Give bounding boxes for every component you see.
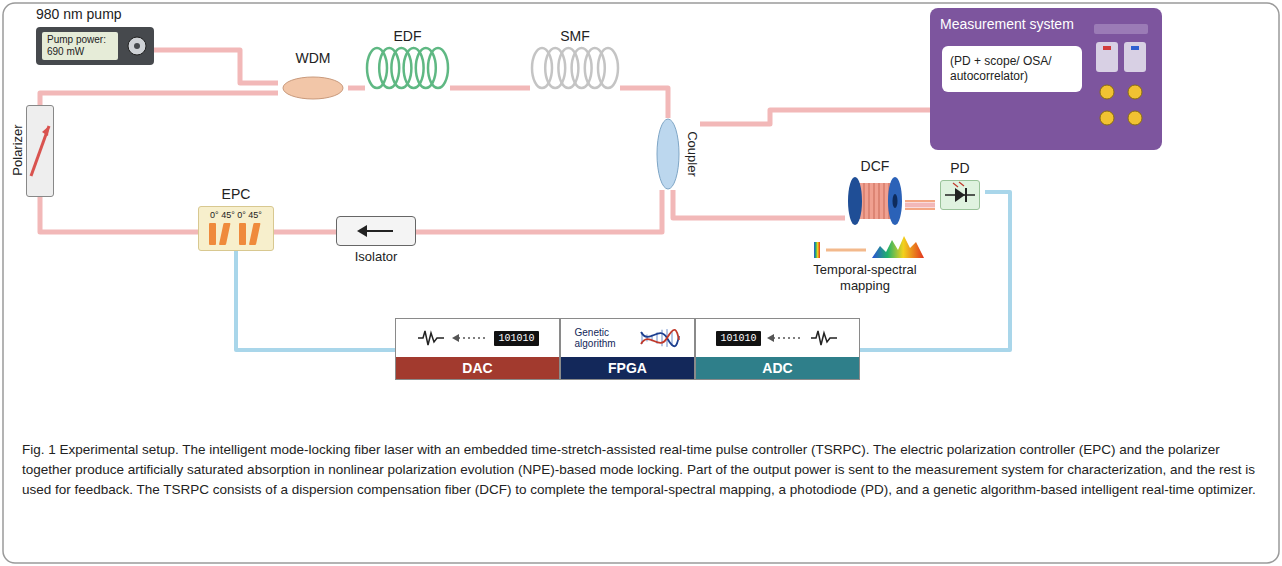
component-label: WDM — [278, 50, 348, 67]
converter-label: DAC — [396, 357, 559, 379]
flow-arrow — [767, 332, 803, 344]
binary-box: 101010 — [716, 331, 760, 346]
optical-fiber — [416, 190, 662, 232]
component-label: 980 nm pump — [36, 6, 154, 23]
isolator-arrow — [351, 217, 401, 245]
fiber-spool — [845, 175, 905, 227]
binary-code: 101010 — [498, 332, 534, 345]
fiber-coil — [530, 45, 620, 92]
flow-arrow — [452, 332, 488, 344]
optical-fiber — [620, 88, 668, 118]
instrument-screen: (PD + scope/ OSA/ autocorrelator) — [942, 46, 1082, 92]
component-node: Isolator — [336, 216, 416, 265]
algorithm-label: Genetic algorithm — [575, 327, 633, 349]
optical-fiber — [673, 190, 845, 218]
waveform-icon — [416, 328, 446, 348]
optical-fiber — [154, 50, 278, 83]
fiber-label: SMF — [530, 28, 620, 45]
component-label: Polarizer — [10, 124, 25, 175]
instrument-controls — [1090, 22, 1152, 134]
component-label: PD — [935, 160, 985, 177]
isolator-body — [336, 216, 416, 246]
component-label: EPC — [198, 186, 274, 203]
annotation-label: Temporal-spectral mapping — [790, 262, 940, 294]
converter-body: 101010 — [396, 319, 559, 357]
component-node: PD — [935, 160, 985, 210]
pump-power-readout: Pump power: 690 mW — [47, 34, 113, 58]
photodiode-symbol — [941, 181, 979, 209]
label-holder: Coupler — [684, 118, 700, 190]
component-node: 101010ADC — [695, 318, 860, 380]
paddle-symbols — [203, 221, 269, 247]
instrument-title: Measurement system — [930, 8, 1162, 41]
component-node: DCF — [845, 158, 905, 227]
component-node: Genetic algorithmFPGA — [560, 318, 695, 380]
component-node: Coupler — [652, 118, 700, 190]
component-label: DCF — [845, 158, 905, 175]
optical-fiber — [40, 195, 198, 232]
component-label: Coupler — [685, 131, 700, 177]
epc-body: 0° 45° 0° 45° — [198, 206, 274, 251]
paddle-angles: 0° 45° 0° 45° — [203, 210, 269, 221]
component-node: EDF — [365, 28, 450, 92]
pump-knob — [126, 35, 148, 57]
photodiode-body — [940, 180, 980, 210]
polarizer-body — [26, 105, 54, 197]
polarizer-symbol — [27, 106, 53, 196]
optical-fiber — [348, 86, 365, 91]
optical-fiber — [700, 110, 930, 124]
optical-fiber — [450, 86, 530, 91]
optical-fiber — [274, 230, 336, 235]
waveform-icon — [809, 328, 839, 348]
component-node: Measurement system (PD + scope/ OSA/ auto… — [930, 8, 1162, 150]
fiber-label: EDF — [365, 28, 450, 45]
label-holder: Polarizer — [10, 105, 24, 195]
component-node: SMF — [530, 28, 620, 92]
converter-body: 101010 — [696, 319, 859, 357]
component-node: 101010DAC — [395, 318, 560, 380]
optical-fiber — [905, 203, 935, 208]
converter-label: ADC — [696, 357, 859, 379]
component-node: WDM — [278, 50, 348, 100]
wdm-coupler — [282, 76, 344, 100]
optical-fiber — [40, 93, 278, 105]
component-node: Polarizer — [10, 105, 56, 195]
electric-wire — [236, 251, 395, 350]
component-node: EPC 0° 45° 0° 45° — [198, 186, 274, 251]
converter-label: FPGA — [561, 357, 694, 379]
instrument-note: (PD + scope/ OSA/ autocorrelator) — [950, 54, 1074, 84]
binary-box: 101010 — [494, 331, 538, 346]
component-label: Isolator — [336, 249, 416, 265]
converter-body: Genetic algorithm — [561, 319, 694, 357]
figure-caption: Fig. 1 Experimental setup. The intellige… — [22, 440, 1258, 500]
pump-device: Pump power: 690 mW — [36, 27, 154, 65]
fiber-coupler — [656, 118, 680, 190]
pump-screen: Pump power: 690 mW — [42, 32, 118, 60]
binary-code: 101010 — [720, 332, 756, 345]
dna-icon — [639, 326, 681, 350]
component-node: 980 nm pumpPump power: 690 mW — [36, 6, 154, 65]
fiber-coil — [365, 45, 450, 92]
